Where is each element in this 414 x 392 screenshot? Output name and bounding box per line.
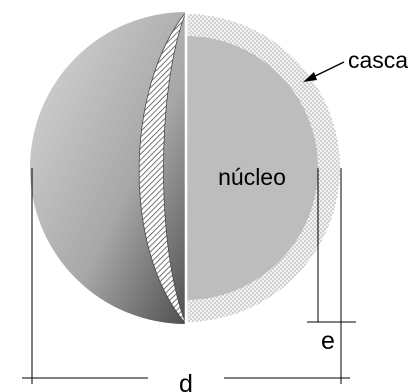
diameter-dimension bbox=[22, 168, 350, 384]
thickness-label: e bbox=[321, 327, 335, 355]
thickness-dimension bbox=[307, 168, 356, 384]
core-region bbox=[186, 36, 318, 300]
diameter-label: d bbox=[179, 370, 193, 392]
sphere-outer-surface bbox=[30, 12, 186, 324]
shell-label: casca bbox=[348, 47, 408, 73]
shell-pointer-arrow bbox=[303, 61, 345, 82]
core-label: núcleo bbox=[218, 164, 286, 190]
